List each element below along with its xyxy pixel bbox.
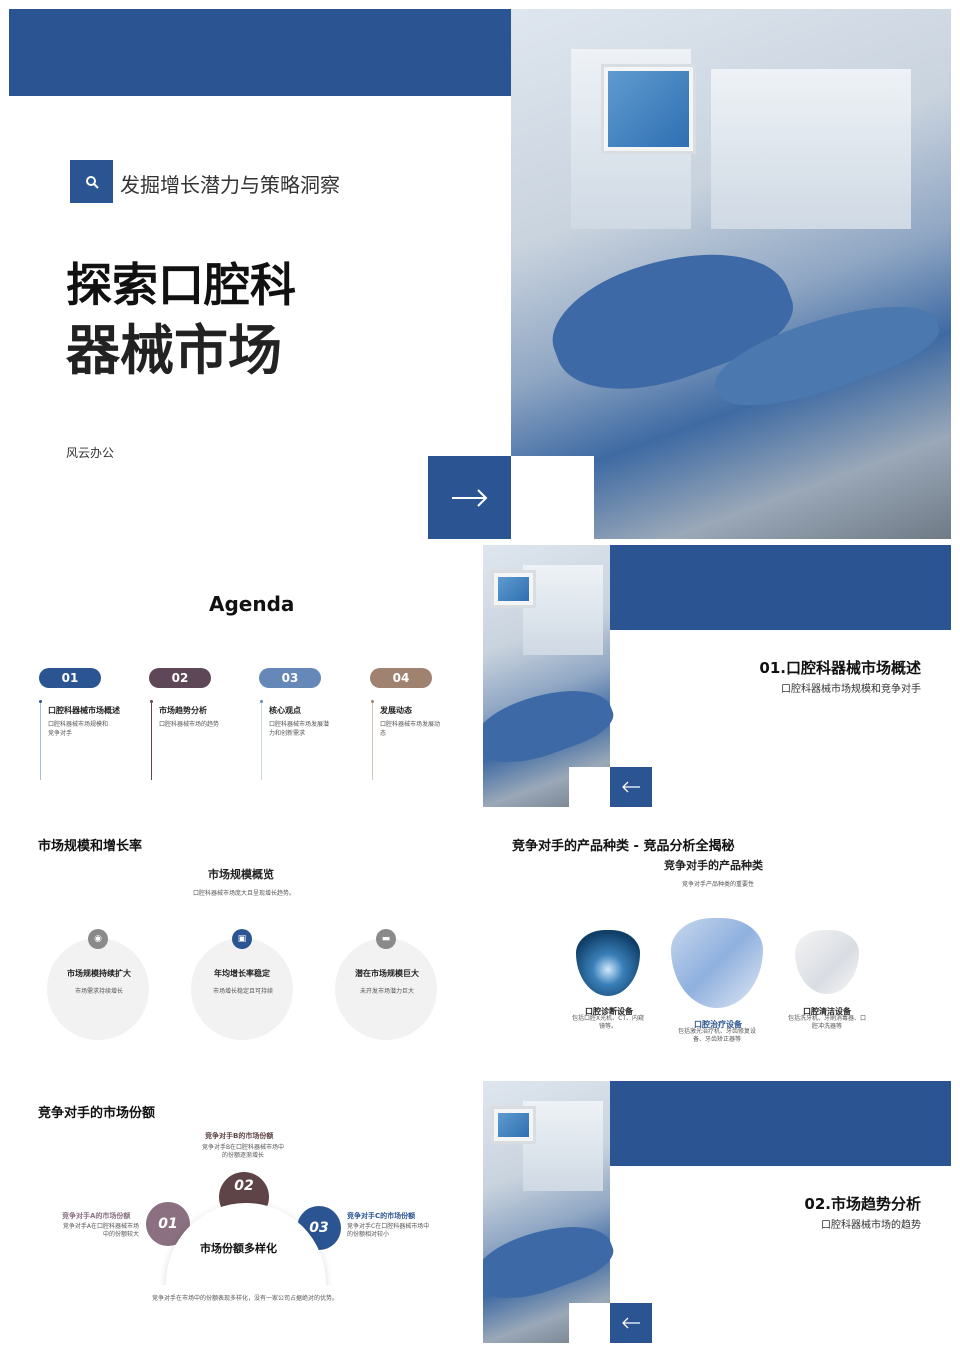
- agenda-item-desc: 口腔科器械市场发展潜力和创新需求: [269, 721, 330, 737]
- slide-desc: 口腔科器械市场庞大且呈现增长趋势。: [193, 890, 296, 897]
- card-desc: 未开发市场潜力巨大: [360, 988, 415, 995]
- card-desc: 市场增长稳定且可持续: [213, 988, 274, 995]
- section-title: 01.口腔科器械市场概述: [759, 659, 921, 677]
- product-desc: 包括激光治疗机、牙齿修复设备、牙齿矫正器等: [678, 1028, 757, 1043]
- lab-equipment-image: [671, 918, 763, 1008]
- dental-chair-photo: [511, 9, 951, 539]
- header-bar: [610, 1081, 951, 1166]
- header-bar: [9, 9, 511, 96]
- competitor-b-title: 竞争对手B的市场份额: [205, 1132, 274, 1140]
- card-desc: 市场需求持续增长: [75, 988, 124, 995]
- cover-subtitle: 发掘增长潜力与策略洞察: [120, 173, 340, 197]
- dental-chair-photo: [483, 545, 620, 807]
- next-button[interactable]: [428, 456, 511, 539]
- product-title: 口腔清洁设备: [803, 1007, 851, 1016]
- section-01-slide[interactable]: 01.口腔科器械市场概述 口腔科器械市场规模和竞争对手: [483, 545, 951, 807]
- product-title: 口腔治疗设备: [694, 1020, 742, 1029]
- white-square: [569, 1303, 610, 1343]
- divider: [39, 700, 42, 780]
- card-title: 年均增长率稳定: [214, 969, 270, 978]
- divider: [150, 700, 153, 780]
- slide-desc: 竞争对手产品种类的重要性: [682, 881, 755, 888]
- dental-chair-photo: [483, 1081, 620, 1343]
- dna-hand-image: [576, 930, 640, 996]
- back-button[interactable]: [610, 1303, 652, 1343]
- card-title: 潜在市场规模巨大: [355, 969, 419, 978]
- white-square: [511, 456, 594, 539]
- arrow-right-icon: [451, 488, 487, 507]
- agenda-number: 01: [39, 668, 101, 688]
- products-slide[interactable]: 竞争对手的产品种类 - 竞品分析全揭秘 竞争对手的产品种类 竞争对手产品种类的重…: [483, 815, 951, 1060]
- agenda-item-title: 核心观点: [269, 706, 301, 715]
- card-title: 市场规模持续扩大: [67, 969, 131, 978]
- divider: [260, 700, 263, 780]
- cover-author: 风云办公: [66, 446, 115, 460]
- agenda-number: 02: [149, 668, 211, 688]
- divider: [371, 700, 374, 780]
- competitor-a-title: 竞争对手A的市场份额: [62, 1212, 131, 1220]
- competitor-c-badge: 03: [297, 1206, 341, 1250]
- center-label: 市场份额多样化: [200, 1242, 277, 1255]
- white-square: [569, 767, 610, 807]
- market-size-slide[interactable]: 市场规模和增长率 市场规模概览 口腔科器械市场庞大且呈现增长趋势。 ◉ 市场规模…: [9, 815, 474, 1060]
- slide-title: 竞争对手的产品种类: [664, 859, 763, 872]
- target-icon: ◉: [88, 929, 108, 949]
- agenda-number: 04: [370, 668, 432, 688]
- competitor-a-desc: 竞争对手A在口腔科器械市场中的份额较大: [62, 1223, 139, 1238]
- image-icon: ▣: [232, 929, 252, 949]
- agenda-item-desc: 口腔科器械市场规模和竞争对手: [48, 721, 109, 737]
- header-bar: [610, 545, 951, 630]
- arrow-left-icon: [622, 781, 640, 793]
- product-title: 口腔诊断设备: [585, 1007, 633, 1016]
- agenda-slide[interactable]: Agenda 01 口腔科器械市场概述 口腔科器械市场规模和竞争对手 02 市场…: [9, 545, 474, 810]
- product-desc: 包括口腔X光机、CT、内窥镜等。: [572, 1015, 644, 1030]
- agenda-item-desc: 口腔科器械市场的趋势: [159, 721, 220, 728]
- arrow-left-icon: [622, 1317, 640, 1329]
- section-subtitle: 口腔科器械市场的趋势: [821, 1220, 921, 1231]
- section-subtitle: 口腔科器械市场规模和竞争对手: [781, 684, 921, 695]
- competitor-c-title: 竞争对手C的市场份额: [347, 1212, 416, 1220]
- competitor-c-desc: 竞争对手C在口腔科器械市场中的份额相对较小: [347, 1223, 430, 1238]
- briefcase-icon: ▬: [376, 929, 396, 949]
- slide-title: 市场规模概览: [208, 868, 274, 881]
- product-desc: 包括洗牙机、牙刷消毒器、口腔冲洗器等: [787, 1015, 866, 1030]
- share-footer: 竞争对手在市场中的份额表现多样化，没有一家公司占据绝对的优势。: [152, 1295, 339, 1302]
- slide-heading: 市场规模和增长率: [38, 839, 143, 854]
- cover-title-2: 器械市场: [66, 319, 282, 382]
- agenda-item-title: 市场趋势分析: [159, 706, 207, 715]
- back-button[interactable]: [610, 767, 652, 807]
- search-icon: [70, 160, 113, 203]
- slide-heading: 竞争对手的产品种类 - 竞品分析全揭秘: [512, 839, 735, 854]
- agenda-item-title: 发展动态: [380, 706, 412, 715]
- slide-heading: 竞争对手的市场份额: [38, 1106, 156, 1121]
- agenda-item-desc: 口腔科器械市场发展动态: [380, 721, 441, 737]
- doctor-image: [795, 930, 859, 994]
- market-share-slide[interactable]: 竞争对手的市场份额 01 02 03 市场份额多样化 竞争对手A的市场份额 竞争…: [9, 1080, 474, 1320]
- agenda-title: Agenda: [209, 592, 295, 616]
- section-title: 02.市场趋势分析: [804, 1195, 921, 1213]
- cover-slide[interactable]: 发掘增长潜力与策略洞察 探索口腔科 器械市场 风云办公: [9, 9, 951, 539]
- agenda-number: 03: [259, 668, 321, 688]
- section-02-slide[interactable]: 02.市场趋势分析 口腔科器械市场的趋势: [483, 1081, 951, 1343]
- cover-title-1: 探索口腔科: [66, 258, 296, 312]
- competitor-b-desc: 竞争对手B在口腔科器械市场中的份额逐渐增长: [201, 1144, 285, 1159]
- agenda-item-title: 口腔科器械市场概述: [48, 706, 120, 715]
